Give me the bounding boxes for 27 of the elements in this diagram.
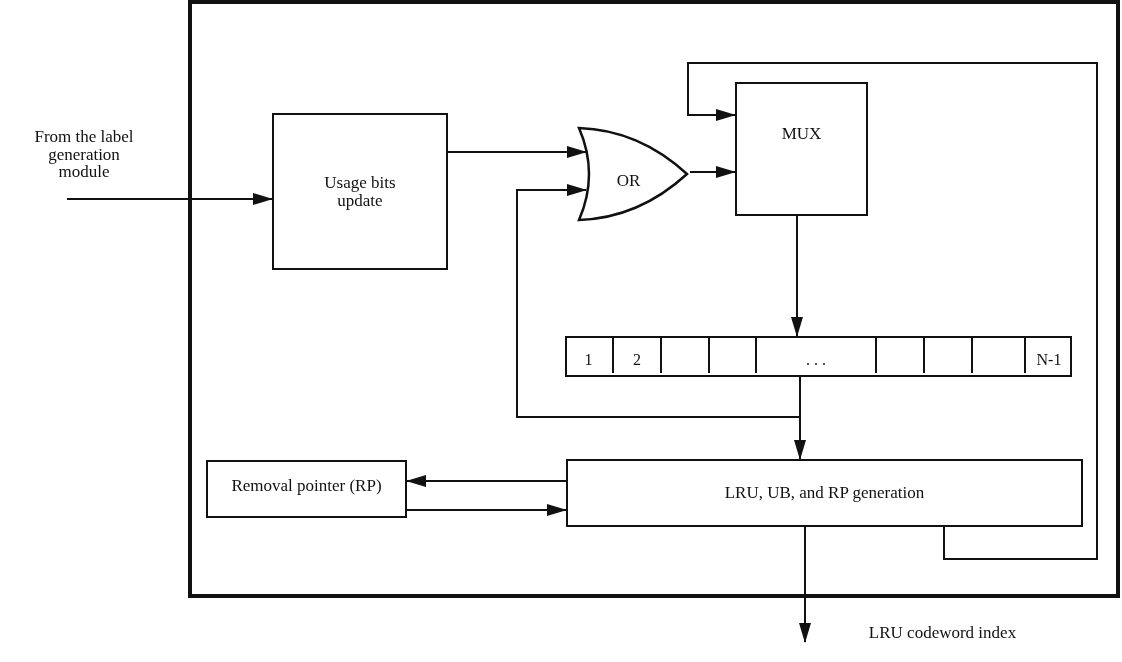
arrow — [516, 184, 801, 418]
block-label: MUX — [781, 125, 822, 143]
signal-label: LRU codeword index — [868, 624, 1017, 642]
arrow — [66, 193, 273, 205]
cell-label: 2 — [633, 352, 641, 369]
arrow — [406, 504, 567, 516]
block-label: OR — [616, 172, 641, 190]
arrow — [791, 215, 803, 337]
cell-label: 1 — [584, 352, 593, 369]
cell-label: N-1 — [1036, 352, 1062, 369]
process-box — [566, 459, 1083, 527]
arrow — [406, 475, 567, 487]
block-label: Usage bits update — [323, 173, 397, 210]
arrow — [687, 62, 1098, 560]
process-box — [272, 113, 448, 270]
arrow — [794, 376, 806, 460]
block-label: LRU, UB, and RP generation — [724, 484, 925, 502]
block-label: Removal pointer (RP) — [231, 477, 382, 495]
cell-label: . . . — [806, 352, 826, 369]
arrow — [689, 166, 736, 178]
process-box — [206, 460, 407, 518]
register-bar — [565, 336, 1072, 377]
signal-label: From the label generation module — [33, 127, 135, 182]
arrow — [799, 526, 811, 643]
arrow — [447, 146, 587, 158]
process-box — [735, 82, 868, 216]
module-frame — [188, 0, 1120, 598]
